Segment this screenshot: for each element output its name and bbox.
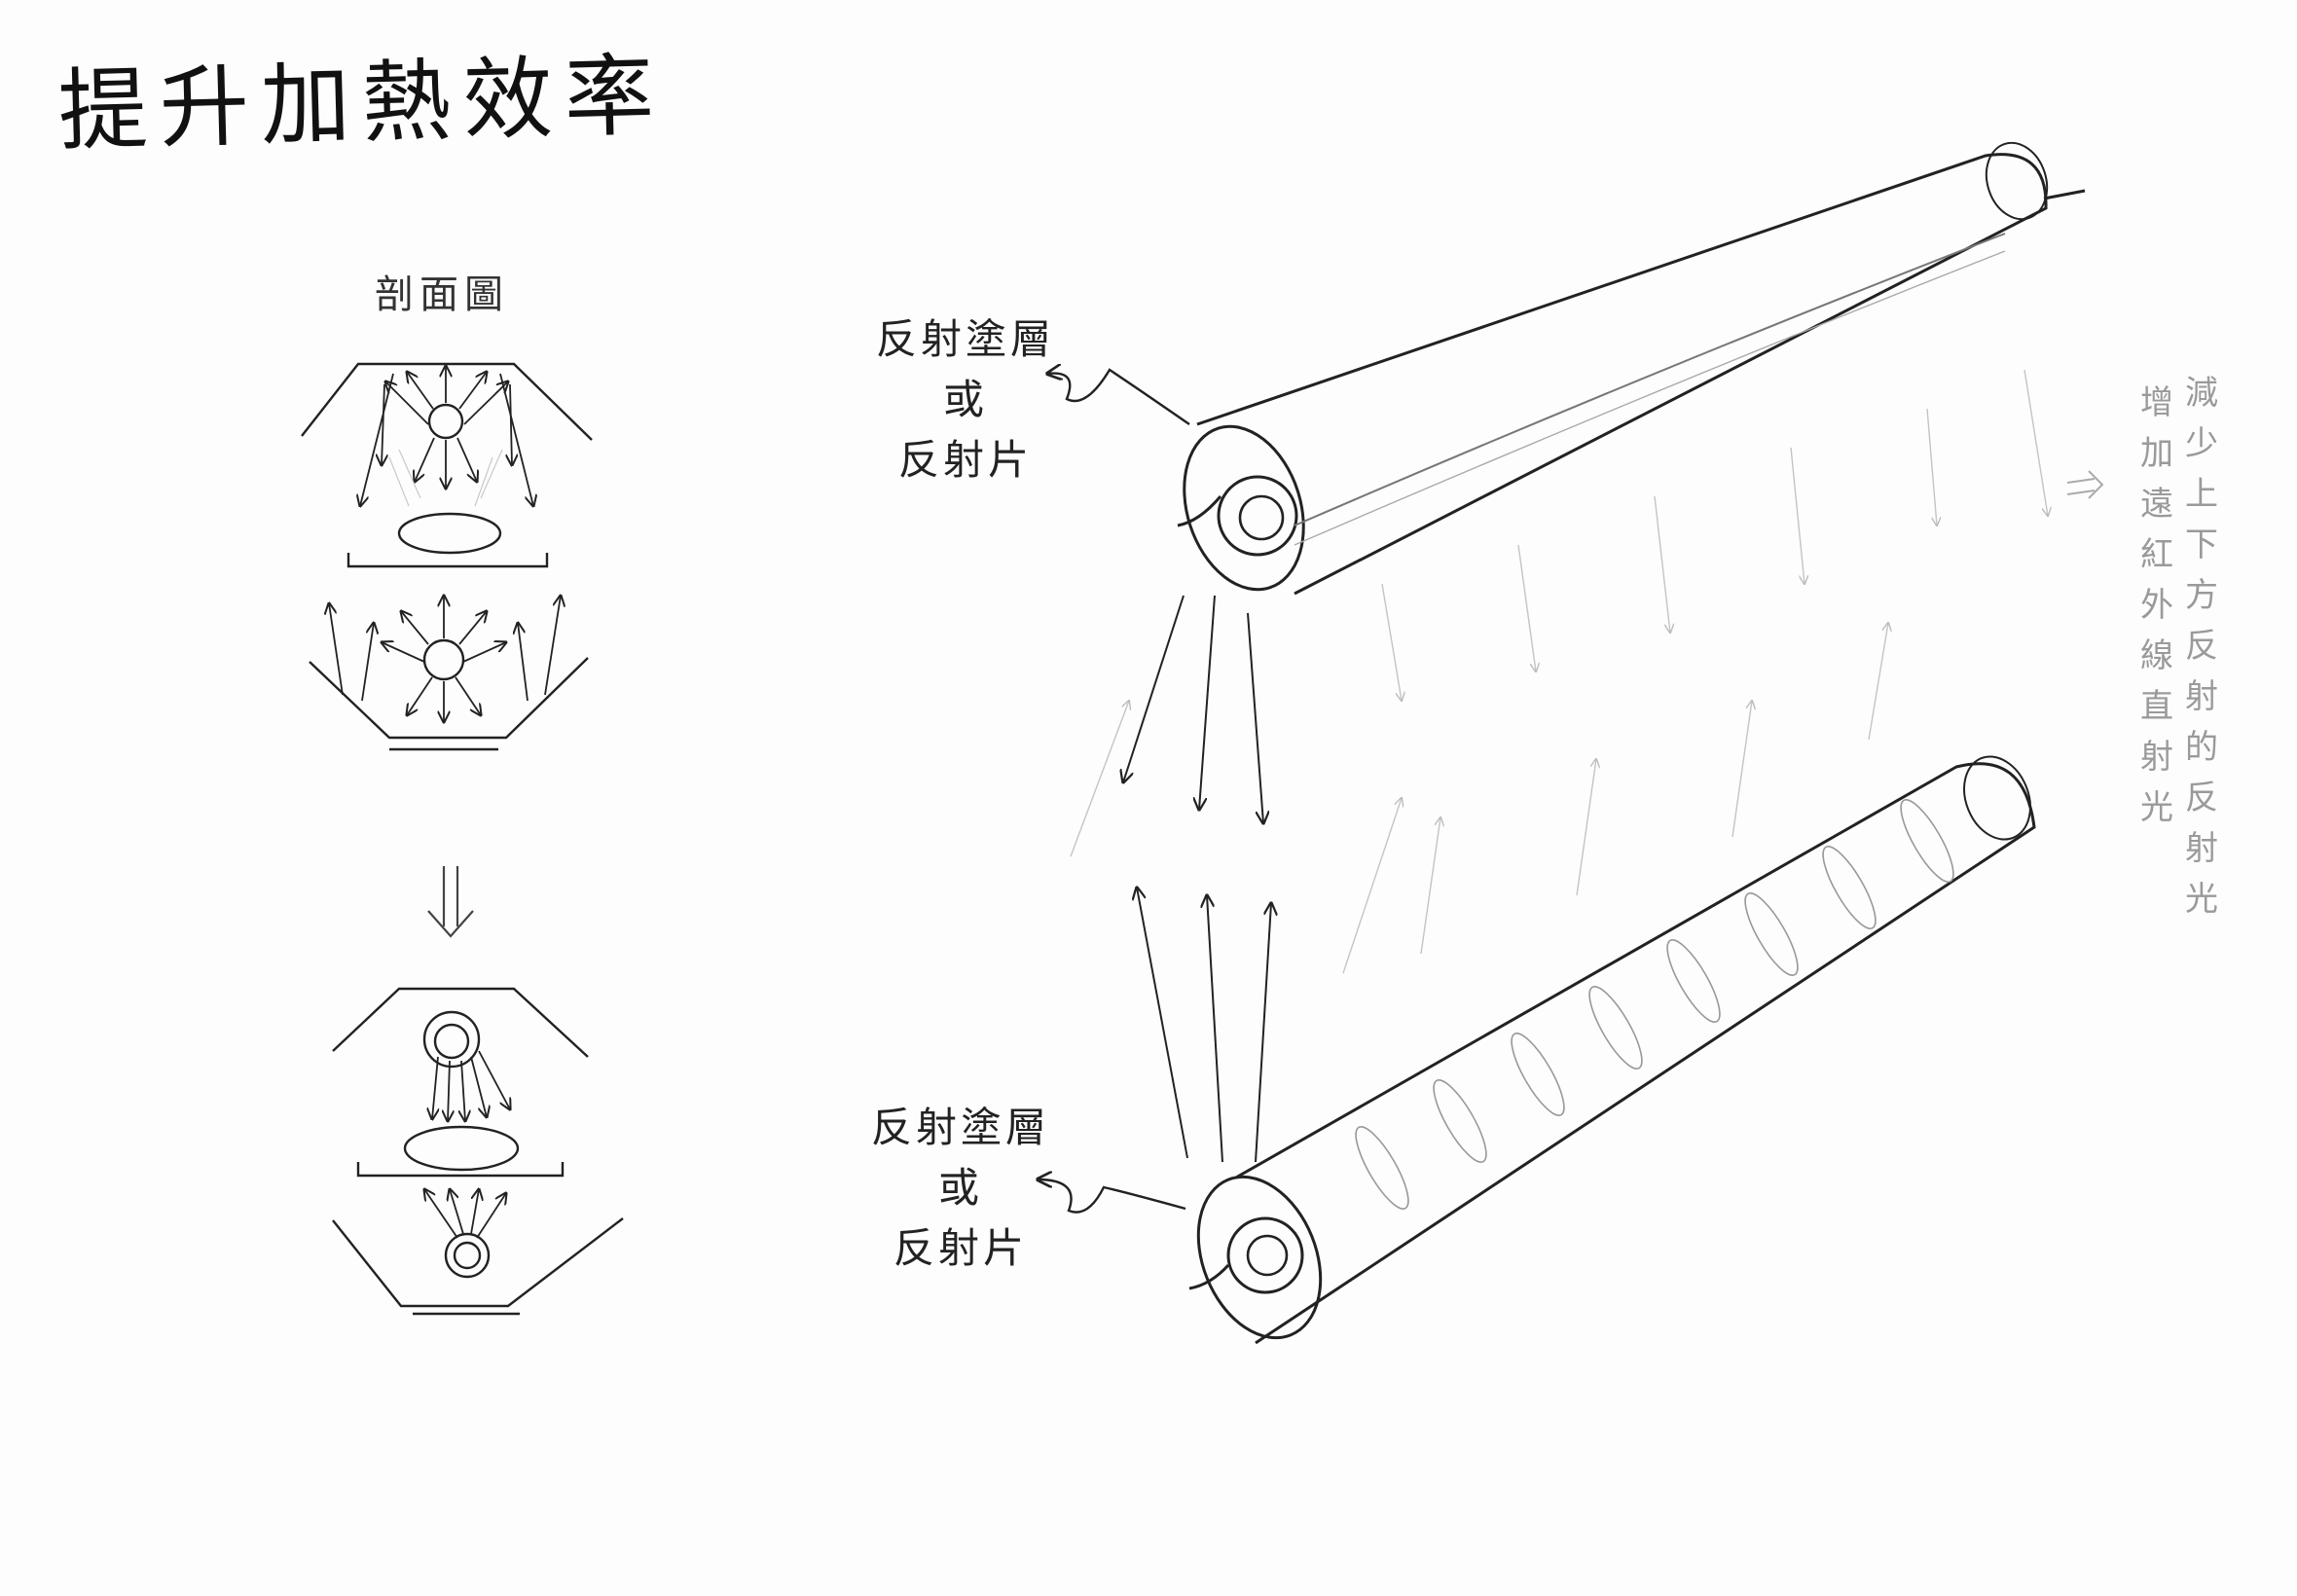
- heater-tube-top: [1177, 141, 2086, 596]
- radiation-arrows-1: [360, 366, 533, 506]
- coated-tube-inner-icon: [453, 1241, 482, 1270]
- tube-top-end-far: [1985, 141, 2049, 221]
- heater-tube-bottom: [1188, 755, 2036, 1345]
- coated-tube-outer-icon: [422, 1010, 481, 1069]
- food-item-icon: [397, 512, 502, 555]
- reflector-bottom-2: [309, 657, 589, 740]
- section-label: 剖面圖: [375, 272, 509, 317]
- tube-bottom-end-near: [1196, 1175, 1323, 1340]
- reflected-light-arrows: [1070, 369, 2048, 974]
- callout-top-line2: 或: [943, 376, 989, 423]
- coil-line-top: [1294, 233, 2006, 526]
- tube-bottom-end-far: [1963, 755, 2031, 841]
- reflector-bottom-3: [332, 1217, 624, 1308]
- pointer-squiggle-top-icon: [1047, 370, 1190, 425]
- tube-bottom-body: [1235, 762, 2036, 1345]
- pointer-squiggle-bottom-icon: [1038, 1179, 1186, 1214]
- food-item-icon: [403, 1125, 520, 1172]
- lead-wire-far: [2043, 189, 2086, 200]
- coil-end-inner-icon: [1238, 494, 1285, 541]
- cross-section-reflector-1: [301, 362, 593, 568]
- heater-tube-icon: [422, 638, 465, 681]
- coated-tube-inner-icon: [433, 1023, 470, 1060]
- callout-bottom-line1: 反射塗層: [871, 1104, 1051, 1151]
- callout-bottom: 反射塗層 或 反射片: [871, 1098, 1050, 1279]
- upward-radiation-arrows: [424, 1189, 506, 1239]
- coil-end-inner-icon: [1246, 1234, 1289, 1277]
- pencil-shading-1: [388, 449, 503, 507]
- reflector-top-3: [332, 987, 589, 1058]
- coil-end-icon: [1226, 1216, 1304, 1294]
- callout-top: 反射塗層 或 反射片: [876, 309, 1055, 490]
- coil-turns: [1355, 799, 1954, 1210]
- lead-wire-top: [1177, 495, 1222, 527]
- side-note-col1: 減少上下方反射的反射光: [2185, 374, 2218, 919]
- transition-arrow-icon: [427, 866, 474, 938]
- coil-end-icon: [1217, 475, 1298, 557]
- coated-tube-outer-icon: [444, 1232, 491, 1279]
- callout-top-line3: 反射片: [898, 436, 1034, 484]
- callout-bottom-line3: 反射片: [893, 1224, 1029, 1272]
- direct-radiation-arrows: [1123, 595, 1271, 1163]
- lead-wire-bottom: [1188, 1263, 1230, 1290]
- cross-section-reflector-2: [309, 596, 589, 751]
- heater-tube-icon: [427, 403, 464, 440]
- result-arrow-icon: [2066, 470, 2104, 499]
- side-note-col2: 增加遠紅外線直射光: [2140, 383, 2173, 827]
- radiation-arrows-2: [329, 596, 561, 722]
- tube-top-body: [1196, 153, 2048, 596]
- callout-bottom-line2: 或: [938, 1164, 984, 1212]
- reflector-top-1: [301, 362, 593, 441]
- tray-1: [346, 553, 549, 568]
- downward-radiation-arrows: [432, 1050, 510, 1121]
- cross-section-improved: [332, 987, 624, 1316]
- tube-top-end-near: [1183, 424, 1305, 592]
- tray-3: [356, 1162, 565, 1178]
- callout-top-line1: 反射塗層: [876, 315, 1056, 363]
